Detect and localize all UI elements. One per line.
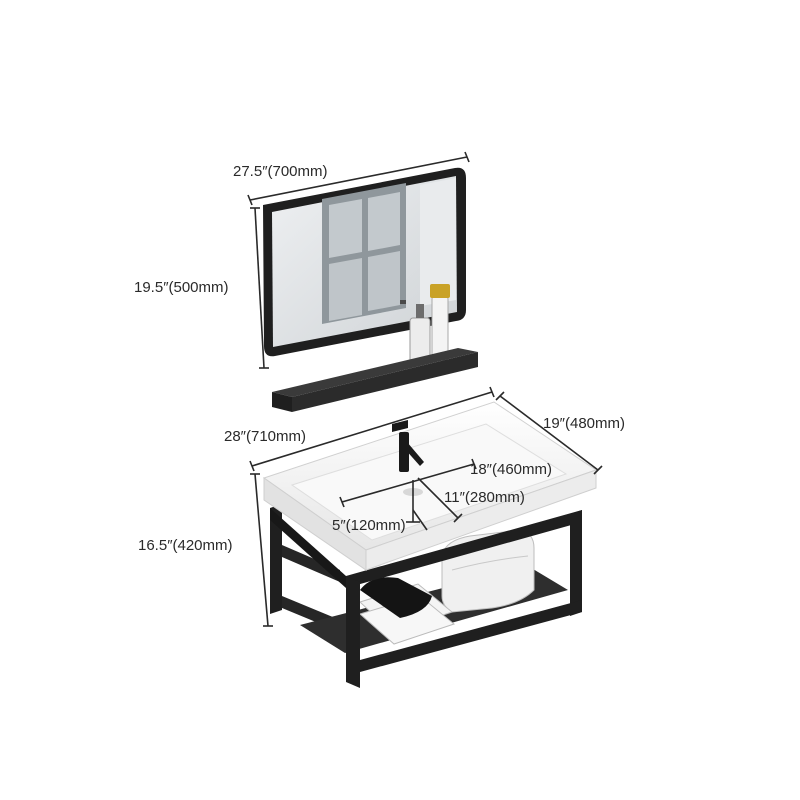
mirror-height-label: 19.5″(500mm) [134, 279, 229, 296]
mirror-width-label: 27.5″(700mm) [233, 163, 328, 180]
mirror-width-line [249, 156, 468, 201]
basin-width-line [251, 391, 493, 467]
mirror-height-line [254, 207, 265, 369]
ceramic-basin [262, 401, 598, 571]
bowl-depth-label: 11″(280mm) [444, 489, 525, 506]
basin-depth-line [499, 395, 599, 471]
mirror [263, 167, 466, 363]
vanity-cabinet [270, 504, 582, 688]
basin-depth-label: 19″(480mm) [543, 415, 625, 432]
window-reflection [322, 178, 456, 324]
drain-offset-label: 5″(120mm) [332, 517, 406, 534]
bowl-width-label: 18″(460mm) [470, 461, 552, 478]
bowl-width-line [341, 463, 475, 503]
wall-shelf [272, 348, 478, 412]
dimension-lines [247, 151, 603, 627]
basin-width-label: 28″(710mm) [224, 428, 306, 445]
faucet [392, 420, 424, 472]
cabinet-height-label: 16.5″(420mm) [138, 537, 233, 554]
cabinet-height-line [254, 473, 269, 627]
bowl-depth-line [417, 477, 459, 519]
toiletry-bottles [400, 284, 450, 363]
